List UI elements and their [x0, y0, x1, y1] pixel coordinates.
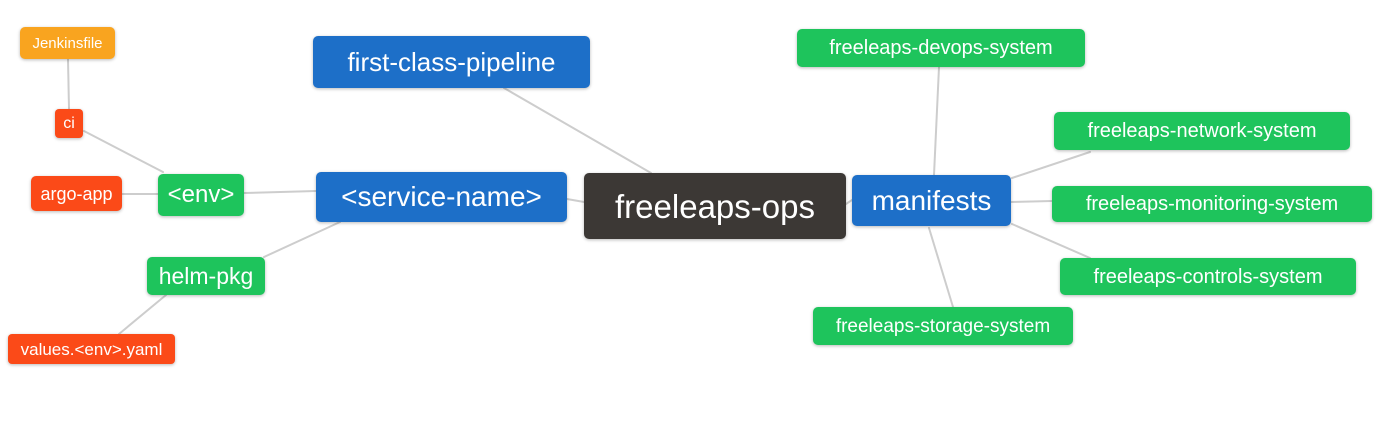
edge-manifests-to-network-sys: [1011, 151, 1091, 179]
node-ci[interactable]: ci: [55, 109, 83, 138]
node-manifests[interactable]: manifests: [852, 175, 1011, 226]
node-devops-sys[interactable]: freeleaps-devops-system: [797, 29, 1085, 67]
edge-manifests-to-monitor-sys: [1010, 200, 1053, 203]
edge-env-to-service-name: [243, 190, 317, 194]
edge-manifests-to-devops-sys: [933, 66, 940, 176]
edge-pipeline-to-ops: [503, 87, 652, 174]
node-pipeline[interactable]: first-class-pipeline: [313, 36, 590, 88]
node-monitor-sys[interactable]: freeleaps-monitoring-system: [1052, 186, 1372, 222]
node-ops[interactable]: freeleaps-ops: [584, 173, 846, 239]
node-helm-pkg[interactable]: helm-pkg: [147, 257, 265, 295]
node-network-sys[interactable]: freeleaps-network-system: [1054, 112, 1350, 150]
edge-jenkinsfile-to-ci: [67, 58, 70, 110]
node-controls-sys[interactable]: freeleaps-controls-system: [1060, 258, 1356, 295]
edge-manifests-to-controls-sys: [1011, 223, 1091, 259]
edge-service-name-to-helm-pkg: [263, 221, 341, 258]
edge-service-name-to-ops: [566, 198, 585, 203]
node-values-yaml[interactable]: values.<env>.yaml: [8, 334, 175, 364]
edge-helm-pkg-to-values-yaml: [118, 294, 167, 335]
node-argo-app[interactable]: argo-app: [31, 176, 122, 211]
node-service-name[interactable]: <service-name>: [316, 172, 567, 222]
edge-ci-to-env: [83, 130, 164, 173]
node-jenkinsfile[interactable]: Jenkinsfile: [20, 27, 115, 59]
node-env[interactable]: <env>: [158, 174, 244, 216]
node-storage-sys[interactable]: freeleaps-storage-system: [813, 307, 1073, 345]
edge-manifests-to-storage-sys: [928, 227, 954, 308]
